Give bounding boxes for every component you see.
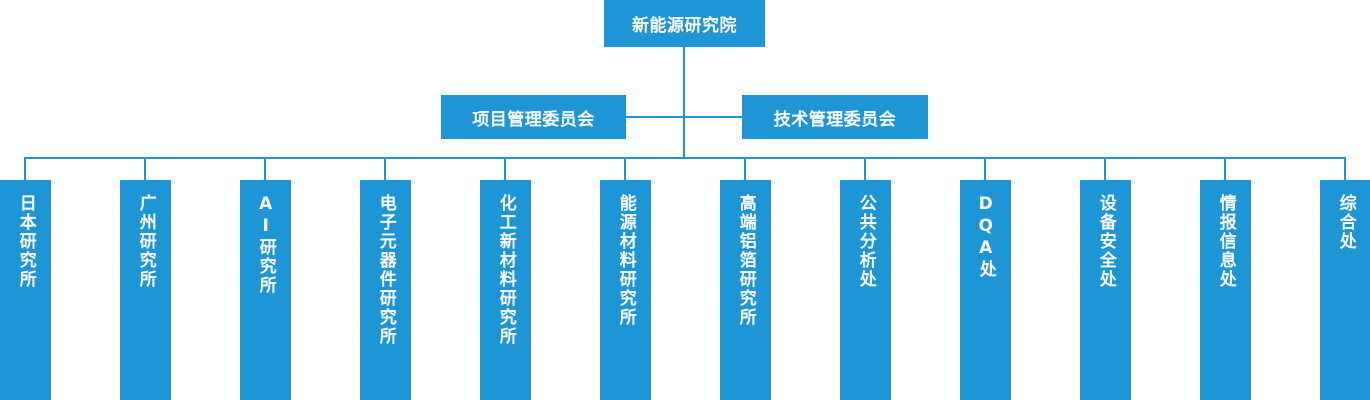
node-department-11[interactable]: 情报信息处 <box>1200 180 1251 400</box>
node-department-9[interactable]: DQA处 <box>960 180 1011 400</box>
node-department-4[interactable]: 电子元器件研究所 <box>360 180 411 400</box>
connector-drop-10 <box>1104 157 1106 180</box>
connector-drop-2 <box>144 157 146 180</box>
connector-drop-7 <box>744 157 746 180</box>
node-department-label: 情报信息处 <box>1215 194 1236 289</box>
node-root[interactable]: 新能源研究院 <box>604 0 765 47</box>
connector-drop-5 <box>504 157 506 180</box>
node-department-label: 公共分析处 <box>855 194 876 289</box>
node-department-12[interactable]: 综合处 <box>1320 180 1370 400</box>
connector-committee-link <box>626 116 742 118</box>
connector-drop-11 <box>1224 157 1226 180</box>
node-department-label: 设备安全处 <box>1095 194 1116 289</box>
node-department-label: 综合处 <box>1335 194 1356 251</box>
node-committee-label: 项目管理委员会 <box>472 109 595 130</box>
node-department-8[interactable]: 公共分析处 <box>840 180 891 400</box>
node-department-7[interactable]: 高端铝箔研究所 <box>720 180 771 400</box>
node-department-label: AI研究所 <box>255 194 276 295</box>
connector-department-bus <box>25 157 1346 159</box>
node-department-label: 广州研究所 <box>135 194 156 289</box>
connector-drop-12 <box>1344 157 1346 180</box>
node-department-label: 日本研究所 <box>15 194 36 289</box>
connector-root-trunk <box>683 47 685 158</box>
node-department-2[interactable]: 广州研究所 <box>120 180 171 400</box>
node-department-label: 化工新材料研究所 <box>495 194 516 346</box>
node-department-label: 高端铝箔研究所 <box>735 194 756 327</box>
node-department-10[interactable]: 设备安全处 <box>1080 180 1131 400</box>
connector-drop-4 <box>384 157 386 180</box>
connector-drop-9 <box>984 157 986 180</box>
node-department-label: 能源材料研究所 <box>615 194 636 327</box>
connector-drop-6 <box>624 157 626 180</box>
node-department-label: DQA处 <box>975 194 996 279</box>
node-committee-technical-management[interactable]: 技术管理委员会 <box>742 95 928 139</box>
node-department-6[interactable]: 能源材料研究所 <box>600 180 651 400</box>
node-committee-project-management[interactable]: 项目管理委员会 <box>441 95 626 139</box>
connector-drop-3 <box>264 157 266 180</box>
connector-drop-1 <box>24 157 26 180</box>
node-department-3[interactable]: AI研究所 <box>240 180 291 400</box>
connector-drop-8 <box>864 157 866 180</box>
node-department-5[interactable]: 化工新材料研究所 <box>480 180 531 400</box>
node-committee-label: 技术管理委员会 <box>773 109 897 130</box>
node-root-label: 新能源研究院 <box>632 16 737 36</box>
node-department-1[interactable]: 日本研究所 <box>0 180 51 400</box>
node-department-label: 电子元器件研究所 <box>375 194 396 346</box>
